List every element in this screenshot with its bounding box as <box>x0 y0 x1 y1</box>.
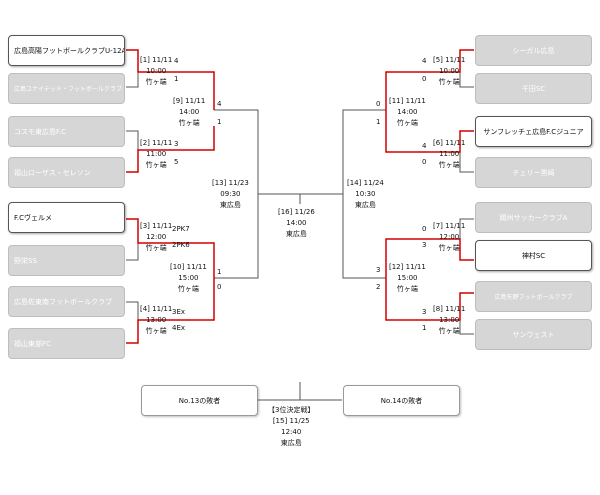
team-right-7[interactable]: 広島矢野フットボールクラブ <box>475 281 592 312</box>
team-right-2[interactable]: 千田SC <box>475 73 592 104</box>
team-name: 神村SC <box>521 251 546 260</box>
score: 3 <box>422 241 427 249</box>
score: 0 <box>422 75 427 83</box>
team-left-4[interactable]: 福山ローザス・セレソン <box>8 157 125 188</box>
score: 1 <box>217 118 222 126</box>
team-name: 広島ユナイテッド・フットボールクラブ <box>14 86 122 93</box>
team-name: コスモ東広島F.C <box>14 127 67 136</box>
team-name: F.Cヴェルメ <box>14 213 53 222</box>
third-left-label: No.13の敗者 <box>178 396 221 405</box>
score: 2PK7 <box>172 225 190 233</box>
score: 3 <box>174 140 179 148</box>
score: 4 <box>422 57 427 65</box>
score: 4Ex <box>172 324 186 332</box>
score: 3Ex <box>172 308 186 316</box>
score: 4 <box>174 57 179 65</box>
team-name: サンフレッチェ広島F.Cジュニア <box>483 127 584 136</box>
score: 4 <box>217 100 222 108</box>
team-right-3[interactable]: サンフレッチェ広島F.Cジュニア <box>475 116 592 147</box>
score: 2 <box>376 283 381 291</box>
team-left-5[interactable]: F.Cヴェルメ <box>8 202 125 233</box>
score: 3 <box>422 308 427 316</box>
team-name: 野栄SS <box>14 256 37 265</box>
team-right-5[interactable]: 鴎州サッカークラブA <box>475 202 592 233</box>
score: 4 <box>422 142 427 150</box>
team-name: 鴎州サッカークラブA <box>499 213 568 222</box>
team-right-4[interactable]: チェリー黒崎 <box>475 157 592 188</box>
team-left-7[interactable]: 広島佐東南フットボールクラブ <box>8 286 125 317</box>
third-left-box[interactable]: No.13の敗者 <box>141 385 258 416</box>
score: 0 <box>422 158 427 166</box>
score: 1 <box>174 75 179 83</box>
team-left-2[interactable]: 広島ユナイテッド・フットボールクラブ <box>8 73 125 104</box>
team-right-1[interactable]: シーガル広島 <box>475 35 592 66</box>
team-name: 広島高陽フットボールクラブU-12A <box>14 46 125 55</box>
team-name: サンウェスト <box>512 330 555 339</box>
team-name: 広島佐東南フットボールクラブ <box>14 297 112 306</box>
team-name: 福山ローザス・セレソン <box>14 168 91 177</box>
score: 5 <box>174 158 179 166</box>
team-name: シーガル広島 <box>512 46 555 55</box>
team-left-8[interactable]: 福山東部FC <box>8 328 125 359</box>
team-left-1[interactable]: 広島高陽フットボールクラブU-12A <box>8 35 125 66</box>
team-name: チェリー黒崎 <box>512 168 555 177</box>
team-name: 福山東部FC <box>14 339 51 348</box>
third-right-label: No.14の敗者 <box>380 396 423 405</box>
team-right-8[interactable]: サンウェスト <box>475 319 592 350</box>
bracket-winner-lines <box>126 49 474 344</box>
score: 1 <box>376 118 381 126</box>
score: 0 <box>422 225 427 233</box>
score: 3 <box>376 266 381 274</box>
team-left-6[interactable]: 野栄SS <box>8 245 125 276</box>
score: 2PK6 <box>172 241 190 249</box>
score: 1 <box>217 268 222 276</box>
score: 0 <box>376 100 381 108</box>
team-name: 広島矢野フットボールクラブ <box>494 294 573 301</box>
third-right-box[interactable]: No.14の敗者 <box>343 385 460 416</box>
score: 1 <box>422 324 427 332</box>
team-name: 千田SC <box>521 84 546 93</box>
team-right-6[interactable]: 神村SC <box>475 240 592 271</box>
team-left-3[interactable]: コスモ東広島F.C <box>8 116 125 147</box>
score: 0 <box>217 283 222 291</box>
